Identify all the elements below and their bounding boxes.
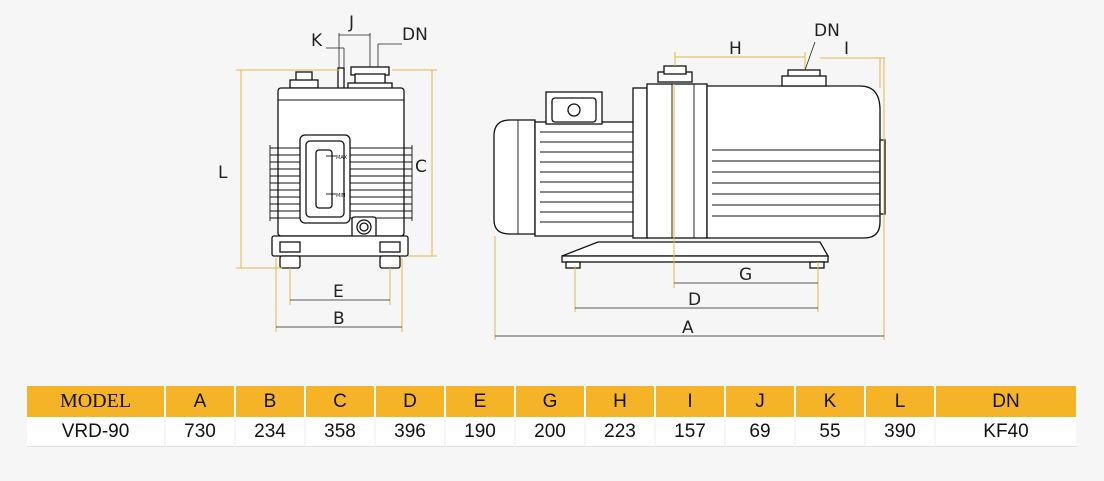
cell-j: 69 <box>726 417 796 447</box>
header-h: H <box>586 386 656 417</box>
header-model: MODEL <box>27 386 166 417</box>
max-mark: MAX <box>336 155 348 161</box>
cell-i: 157 <box>656 417 726 447</box>
label-L: L <box>218 163 228 183</box>
header-l: L <box>866 386 936 417</box>
table-header-row: MODEL A B C D E G H I J K L DN <box>27 386 1078 417</box>
cell-a: 730 <box>166 417 236 447</box>
header-dn: DN <box>936 386 1078 417</box>
table-row: VRD-90 730 234 358 396 190 200 223 157 6… <box>27 417 1078 447</box>
label-J: J <box>348 13 354 33</box>
header-c: C <box>306 386 376 417</box>
cell-d: 396 <box>376 417 446 447</box>
label-E: E <box>333 282 344 302</box>
min-mark: MIN <box>336 193 346 199</box>
cell-h: 223 <box>586 417 656 447</box>
cell-c: 358 <box>306 417 376 447</box>
technical-drawing: MAX MIN L C <box>218 13 886 340</box>
side-view <box>493 41 886 340</box>
spec-table: MODEL A B C D E G H I J K L DN VRD-90 73… <box>27 386 1078 447</box>
header-g: G <box>516 386 586 417</box>
label-G: G <box>739 265 752 285</box>
front-view: MAX MIN <box>236 33 437 332</box>
header-k: K <box>796 386 866 417</box>
label-D: D <box>688 290 701 310</box>
cell-e: 190 <box>446 417 516 447</box>
cell-g: 200 <box>516 417 586 447</box>
label-H: H <box>729 39 742 59</box>
header-j: J <box>726 386 796 417</box>
label-DN-front: DN <box>402 25 428 45</box>
header-a: A <box>166 386 236 417</box>
cell-model: VRD-90 <box>27 417 166 447</box>
header-d: D <box>376 386 446 417</box>
label-C: C <box>415 157 427 177</box>
label-A: A <box>682 318 694 338</box>
cell-b: 234 <box>236 417 306 447</box>
label-DN-side: DN <box>814 21 840 41</box>
label-B: B <box>333 309 345 329</box>
cell-dn: KF40 <box>936 417 1078 447</box>
header-e: E <box>446 386 516 417</box>
cell-l: 390 <box>866 417 936 447</box>
label-K: K <box>311 31 323 51</box>
header-b: B <box>236 386 306 417</box>
header-i: I <box>656 386 726 417</box>
cell-k: 55 <box>796 417 866 447</box>
label-I: I <box>844 39 849 59</box>
